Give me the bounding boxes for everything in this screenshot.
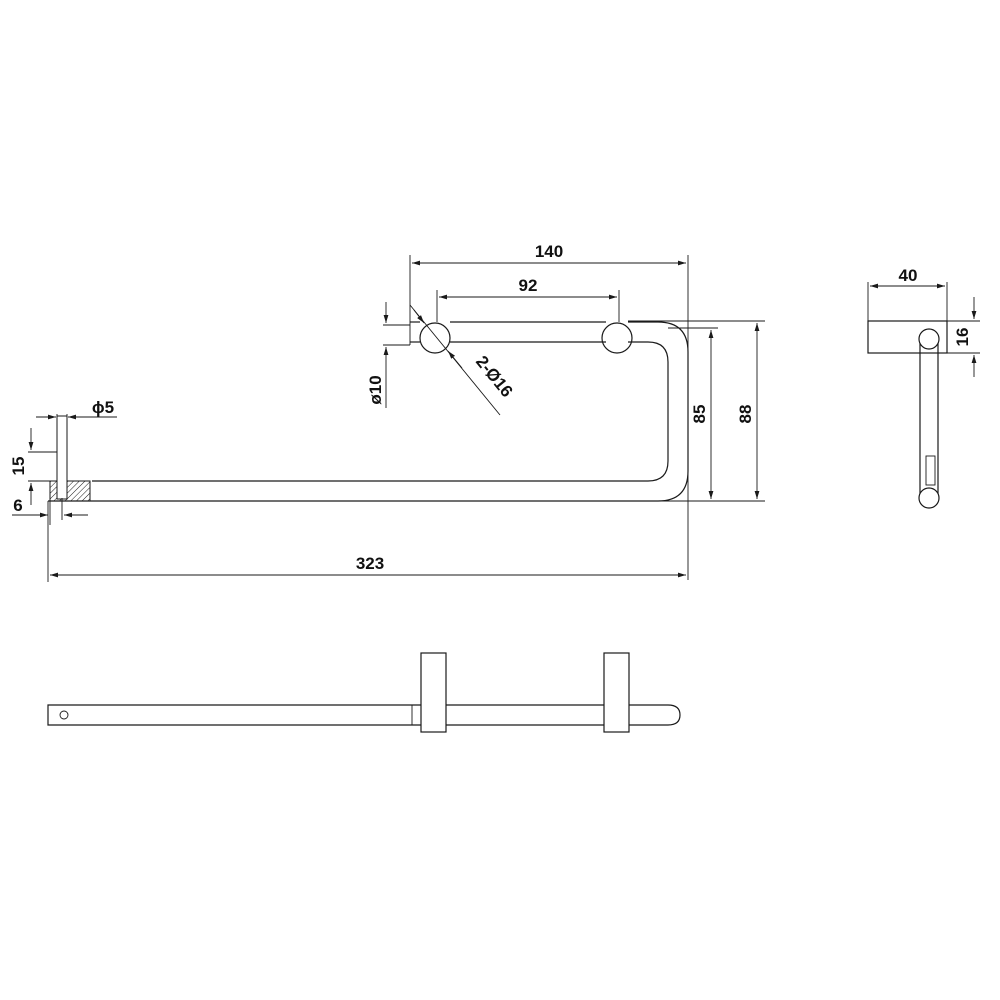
- bar-inner-bend: [628, 341, 669, 482]
- dim-label-16: 16: [953, 328, 972, 347]
- dim-label-88: 88: [736, 405, 755, 424]
- dim-label-2-16: 2-Ø16: [472, 352, 517, 401]
- dim-label-140: 140: [535, 242, 563, 261]
- dim-label-5: ϕ5: [92, 398, 114, 417]
- hatched-end-section: [49, 480, 91, 502]
- top-view: [47, 652, 681, 733]
- pin-slot: [925, 455, 936, 486]
- side-view: 40 16: [867, 266, 980, 509]
- front-view: 140 92 ø10 2-Ø16 85 88 323: [9, 242, 765, 582]
- dim-label-92: 92: [519, 276, 538, 295]
- bar-top-view: [47, 704, 681, 726]
- dim-label-40: 40: [899, 266, 918, 285]
- bar-side-top-end: [918, 328, 940, 350]
- mount-bracket-right: [603, 652, 630, 733]
- dim-label-85: 85: [690, 405, 709, 424]
- leader-arrow-2: [447, 350, 463, 369]
- bar-side-bottom-end: [918, 487, 940, 509]
- mount-bracket-left: [420, 652, 447, 733]
- post-left: [419, 322, 451, 354]
- dim-label-15: 15: [9, 457, 28, 476]
- dim-label-6: 6: [13, 496, 22, 515]
- dim-label-323: 323: [356, 554, 384, 573]
- bar-outer-bend: [628, 321, 689, 502]
- dim-label-10: ø10: [366, 375, 385, 404]
- pin-hole-top-view: [59, 710, 69, 720]
- pin-hole: [56, 415, 68, 500]
- mount-block: [867, 320, 948, 354]
- post-right: [601, 322, 633, 354]
- leader-arrow-1: [413, 309, 425, 324]
